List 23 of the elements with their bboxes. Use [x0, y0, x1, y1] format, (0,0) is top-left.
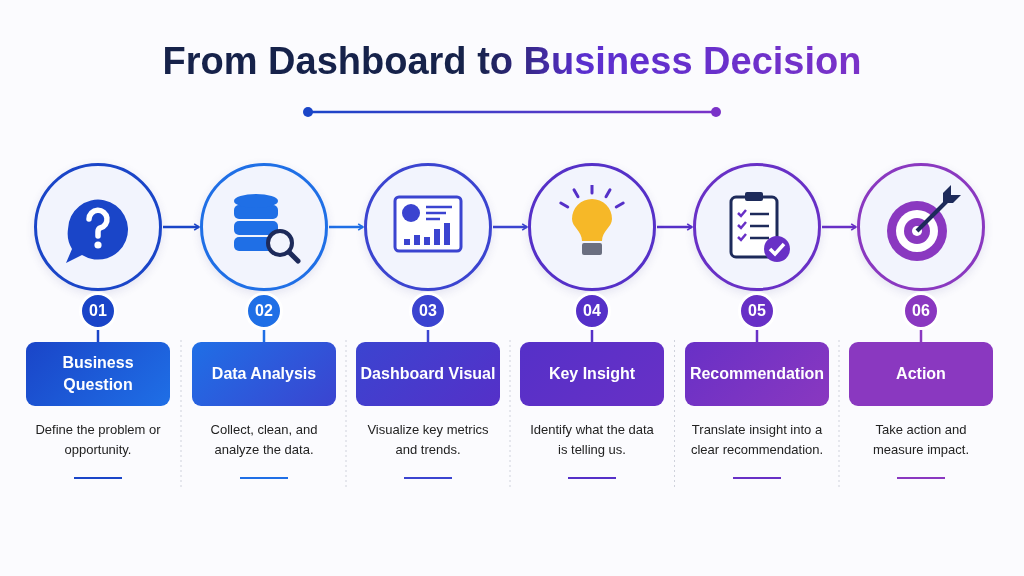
arrow: [657, 223, 693, 231]
arrow: [493, 223, 528, 231]
step-number-badge: 02: [245, 292, 283, 330]
step-number-badge: 01: [79, 292, 117, 330]
arrow: [163, 223, 200, 231]
step-label-box: Key Insight: [520, 342, 664, 406]
step-label-box: Business Question: [26, 342, 170, 406]
step-description: Define the problem or opportunity.: [34, 421, 162, 459]
step-description: Take action and measure impact.: [871, 421, 971, 459]
step-description: Translate insight into a clear recommendation.: [689, 421, 825, 459]
step-number-badge: 04: [573, 292, 611, 330]
arrow: [822, 223, 857, 231]
step-number-badge: 05: [738, 292, 776, 330]
step-description: Collect, clean, and analyze the data.: [209, 421, 319, 459]
step-label-box: Data Analysis: [192, 342, 336, 406]
step-number-badge: 06: [902, 292, 940, 330]
step-label-box: Recommendation: [685, 342, 829, 406]
step-label-box: Action: [849, 342, 993, 406]
step-description: Identify what the data is telling us.: [529, 421, 655, 459]
step-description: Visualize key metrics and trends.: [366, 421, 490, 459]
step-number-badge: 03: [409, 292, 447, 330]
arrow: [329, 223, 364, 231]
step-label-box: Dashboard Visual: [356, 342, 500, 406]
